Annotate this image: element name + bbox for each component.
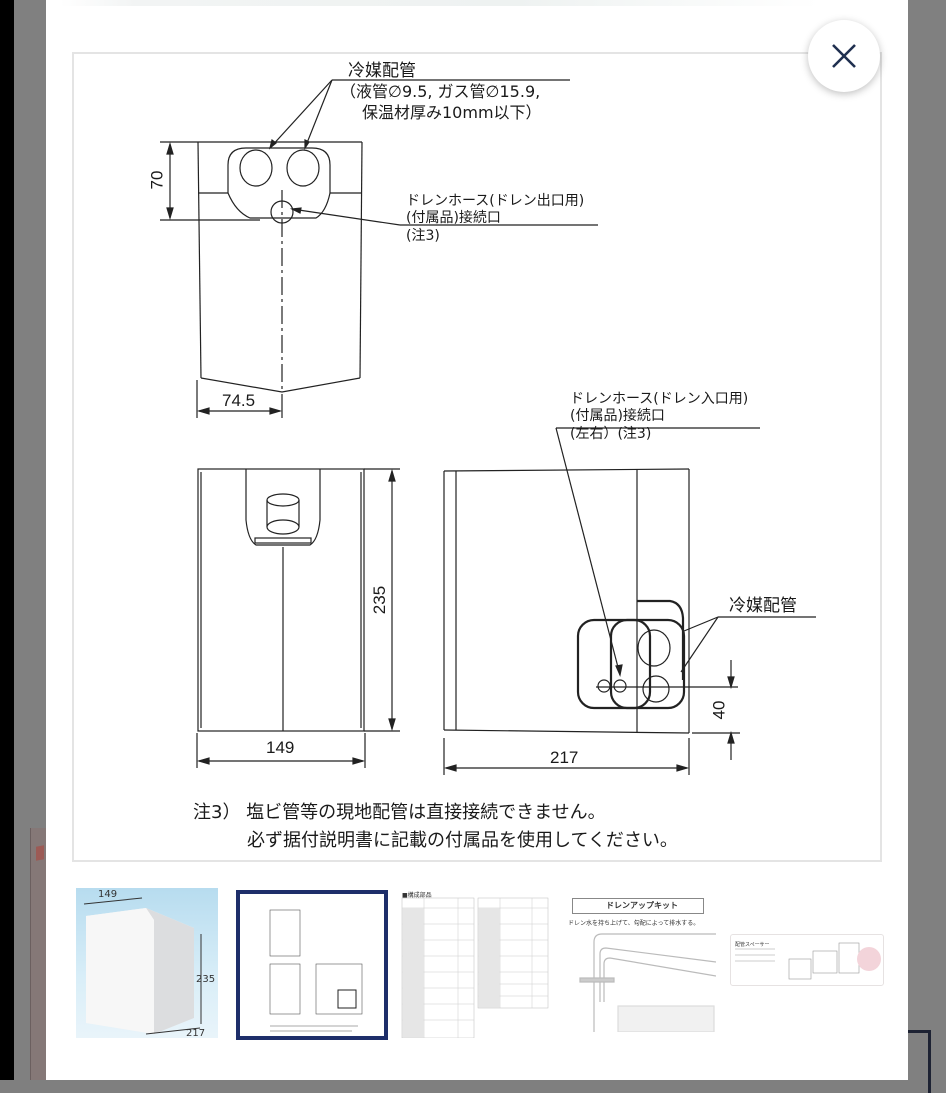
- dim-side-width: 217: [550, 748, 579, 767]
- drain-kit-caption: ドレン水を持ち上げて、勾配によって排水する。: [568, 920, 700, 927]
- drain-inlet-label-line2: (付属品)接続口: [570, 408, 665, 424]
- side-refrigerant-pipe-label: 冷媒配管: [729, 596, 797, 616]
- main-image: [72, 52, 882, 862]
- drain-kit-title-box: [572, 898, 704, 914]
- drain-kit-illustration: [579, 933, 716, 1033]
- close-button[interactable]: [808, 20, 880, 92]
- thumb-dim-height: 235: [196, 974, 216, 985]
- modal-top-strip: [60, 0, 820, 6]
- refrigerant-pipe-label: 冷媒配管: [348, 61, 416, 81]
- thumbnail-drain-up-kit[interactable]: ドレンアップキット ドレン水を持ち上げて、勾配によって排水する。: [566, 892, 716, 1040]
- thumbnail-strip: 149 235 217 ■構成部品 ドレンアップキット ドレ: [70, 884, 890, 1044]
- thumbnail-parts-list[interactable]: ■構成部品: [400, 888, 550, 1040]
- dim-front-height: 235: [370, 585, 390, 615]
- background-card: [30, 828, 51, 1080]
- parts-table: [401, 897, 549, 1039]
- drain-outlet-label-line2: (付属品)接続口: [406, 210, 501, 226]
- background-frame: [908, 1030, 931, 1093]
- refrigerant-spec-line2: 保温材厚み10mm以下）: [362, 103, 542, 122]
- note-line2: 必ず据付説明書に記載の付属品を使用してください。: [247, 830, 678, 851]
- thumb-dim-depth: 217: [186, 1028, 206, 1038]
- close-x-icon: [832, 44, 856, 68]
- drain-inlet-label-line1: ドレンホース(ドレン入口用): [570, 391, 749, 407]
- dim-top-height: 70: [147, 170, 167, 190]
- spacer-illustration: [735, 942, 881, 980]
- drain-outlet-label-line3: (注3): [406, 228, 440, 244]
- spacer-title: 配管スペーサー: [735, 942, 770, 948]
- drain-kit-title: ドレンアップキット: [606, 901, 678, 910]
- thumb-parts-title: ■構成部品: [402, 892, 432, 899]
- dim-front-width: 149: [266, 738, 295, 757]
- background-badge: [36, 845, 44, 861]
- mini-drawing: [269, 909, 363, 1032]
- drain-inlet-label-line3: (左右）(注3): [570, 426, 652, 442]
- refrigerant-spec-line1: （液管∅9.5, ガス管∅15.9,: [340, 82, 541, 101]
- thumbnail-dimension-drawing[interactable]: [236, 890, 388, 1040]
- drain-outlet-label-line1: ドレンホース(ドレン出口用): [406, 193, 585, 209]
- thumb-dim-width: 149: [98, 889, 118, 900]
- dim-top-width: 74.5: [222, 391, 256, 410]
- note-line1: 注3） 塩ビ管等の現地配管は直接接続できません。: [193, 802, 606, 823]
- thumbnail-piping-spacer[interactable]: 配管スペーサー: [730, 934, 884, 986]
- product-box-illustration: [83, 897, 202, 1035]
- dim-side-height: 40: [709, 700, 729, 720]
- screen-edge: [0, 0, 14, 1080]
- thumbnail-product-photo[interactable]: 149 235 217: [76, 888, 218, 1038]
